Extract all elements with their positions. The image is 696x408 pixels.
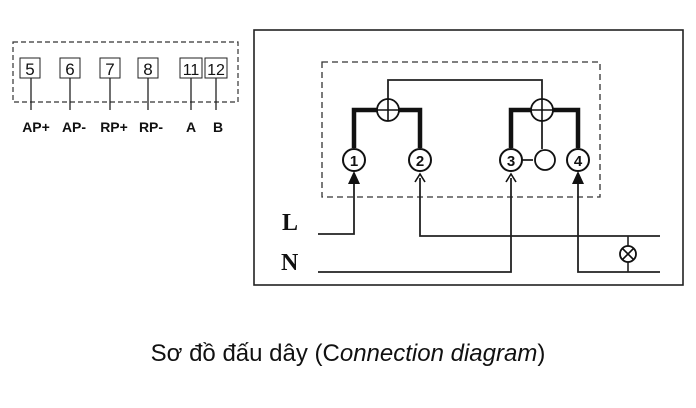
- meter-terminal-2: 2: [408, 148, 432, 172]
- external-wiring: [318, 171, 660, 273]
- chevron-down-icon: [414, 172, 426, 183]
- caption-suffix: ): [537, 340, 546, 367]
- caption-italic: onnection diagram: [339, 340, 538, 367]
- terminal-number: 1: [350, 153, 358, 170]
- meter-terminal-4: 4: [566, 148, 590, 172]
- aux-terminal-number: 6: [65, 60, 74, 79]
- diagram-caption: Sơ đồ đấu dây (Connection diagram): [0, 340, 696, 368]
- aux-terminal-label: AP-: [62, 119, 86, 135]
- aux-terminal-number: 11: [183, 62, 200, 79]
- meter-dashed-outline: [321, 61, 601, 198]
- aux-terminal-12: 12 B: [204, 57, 228, 135]
- terminal-number: 4: [574, 153, 583, 170]
- arrow-up-icon: [572, 171, 584, 184]
- chevron-down-icon: [505, 172, 517, 183]
- aux-terminal-5: 5 AP+: [19, 57, 50, 135]
- neutral-wire: [318, 178, 512, 273]
- neutral-line-label: N: [281, 250, 299, 276]
- aux-terminal-number: 12: [207, 62, 225, 79]
- caption-prefix: Sơ đồ đấu dây (C: [150, 340, 340, 367]
- arrow-up-icon: [348, 171, 360, 184]
- aux-terminal-label: AP+: [22, 119, 50, 135]
- measuring-element-right-icon: [530, 98, 554, 122]
- aux-terminal-8: 8 RP-: [137, 57, 163, 135]
- live-line-label: L: [282, 210, 298, 236]
- aux-terminal-label: A: [186, 119, 196, 135]
- aux-terminal-strip: 5 AP+ 6 AP- 7 RP+ 8 RP- 11 A: [12, 41, 239, 135]
- aux-terminal-number: 8: [143, 60, 152, 79]
- terminal-number: 3: [507, 153, 515, 170]
- meter-internal-circuit: 1 2 3 4: [342, 79, 590, 172]
- aux-terminal-6: 6 AP-: [59, 57, 86, 135]
- aux-terminal-11: 11 A: [179, 57, 203, 135]
- aux-terminal-number: 5: [25, 60, 34, 79]
- aux-terminal-label: RP+: [100, 119, 128, 135]
- meter-terminal-3: 3: [499, 148, 523, 172]
- aux-terminal-7: 7 RP+: [99, 57, 128, 135]
- auxiliary-circle-icon: [534, 149, 556, 171]
- terminal-number: 2: [416, 153, 424, 170]
- aux-terminal-label: B: [213, 119, 223, 135]
- lamp-load-icon: [619, 245, 637, 263]
- meter-terminal-1: 1: [342, 148, 366, 172]
- main-diagram-frame: [253, 29, 684, 286]
- load-neutral-wire: [577, 178, 660, 273]
- aux-terminal-label: RP-: [139, 119, 163, 135]
- load-live-wire: [419, 178, 660, 237]
- live-wire: [318, 178, 355, 235]
- aux-strip-dashed-frame: [12, 41, 239, 103]
- aux-terminal-number: 7: [105, 60, 114, 79]
- measuring-element-left-icon: [376, 98, 400, 122]
